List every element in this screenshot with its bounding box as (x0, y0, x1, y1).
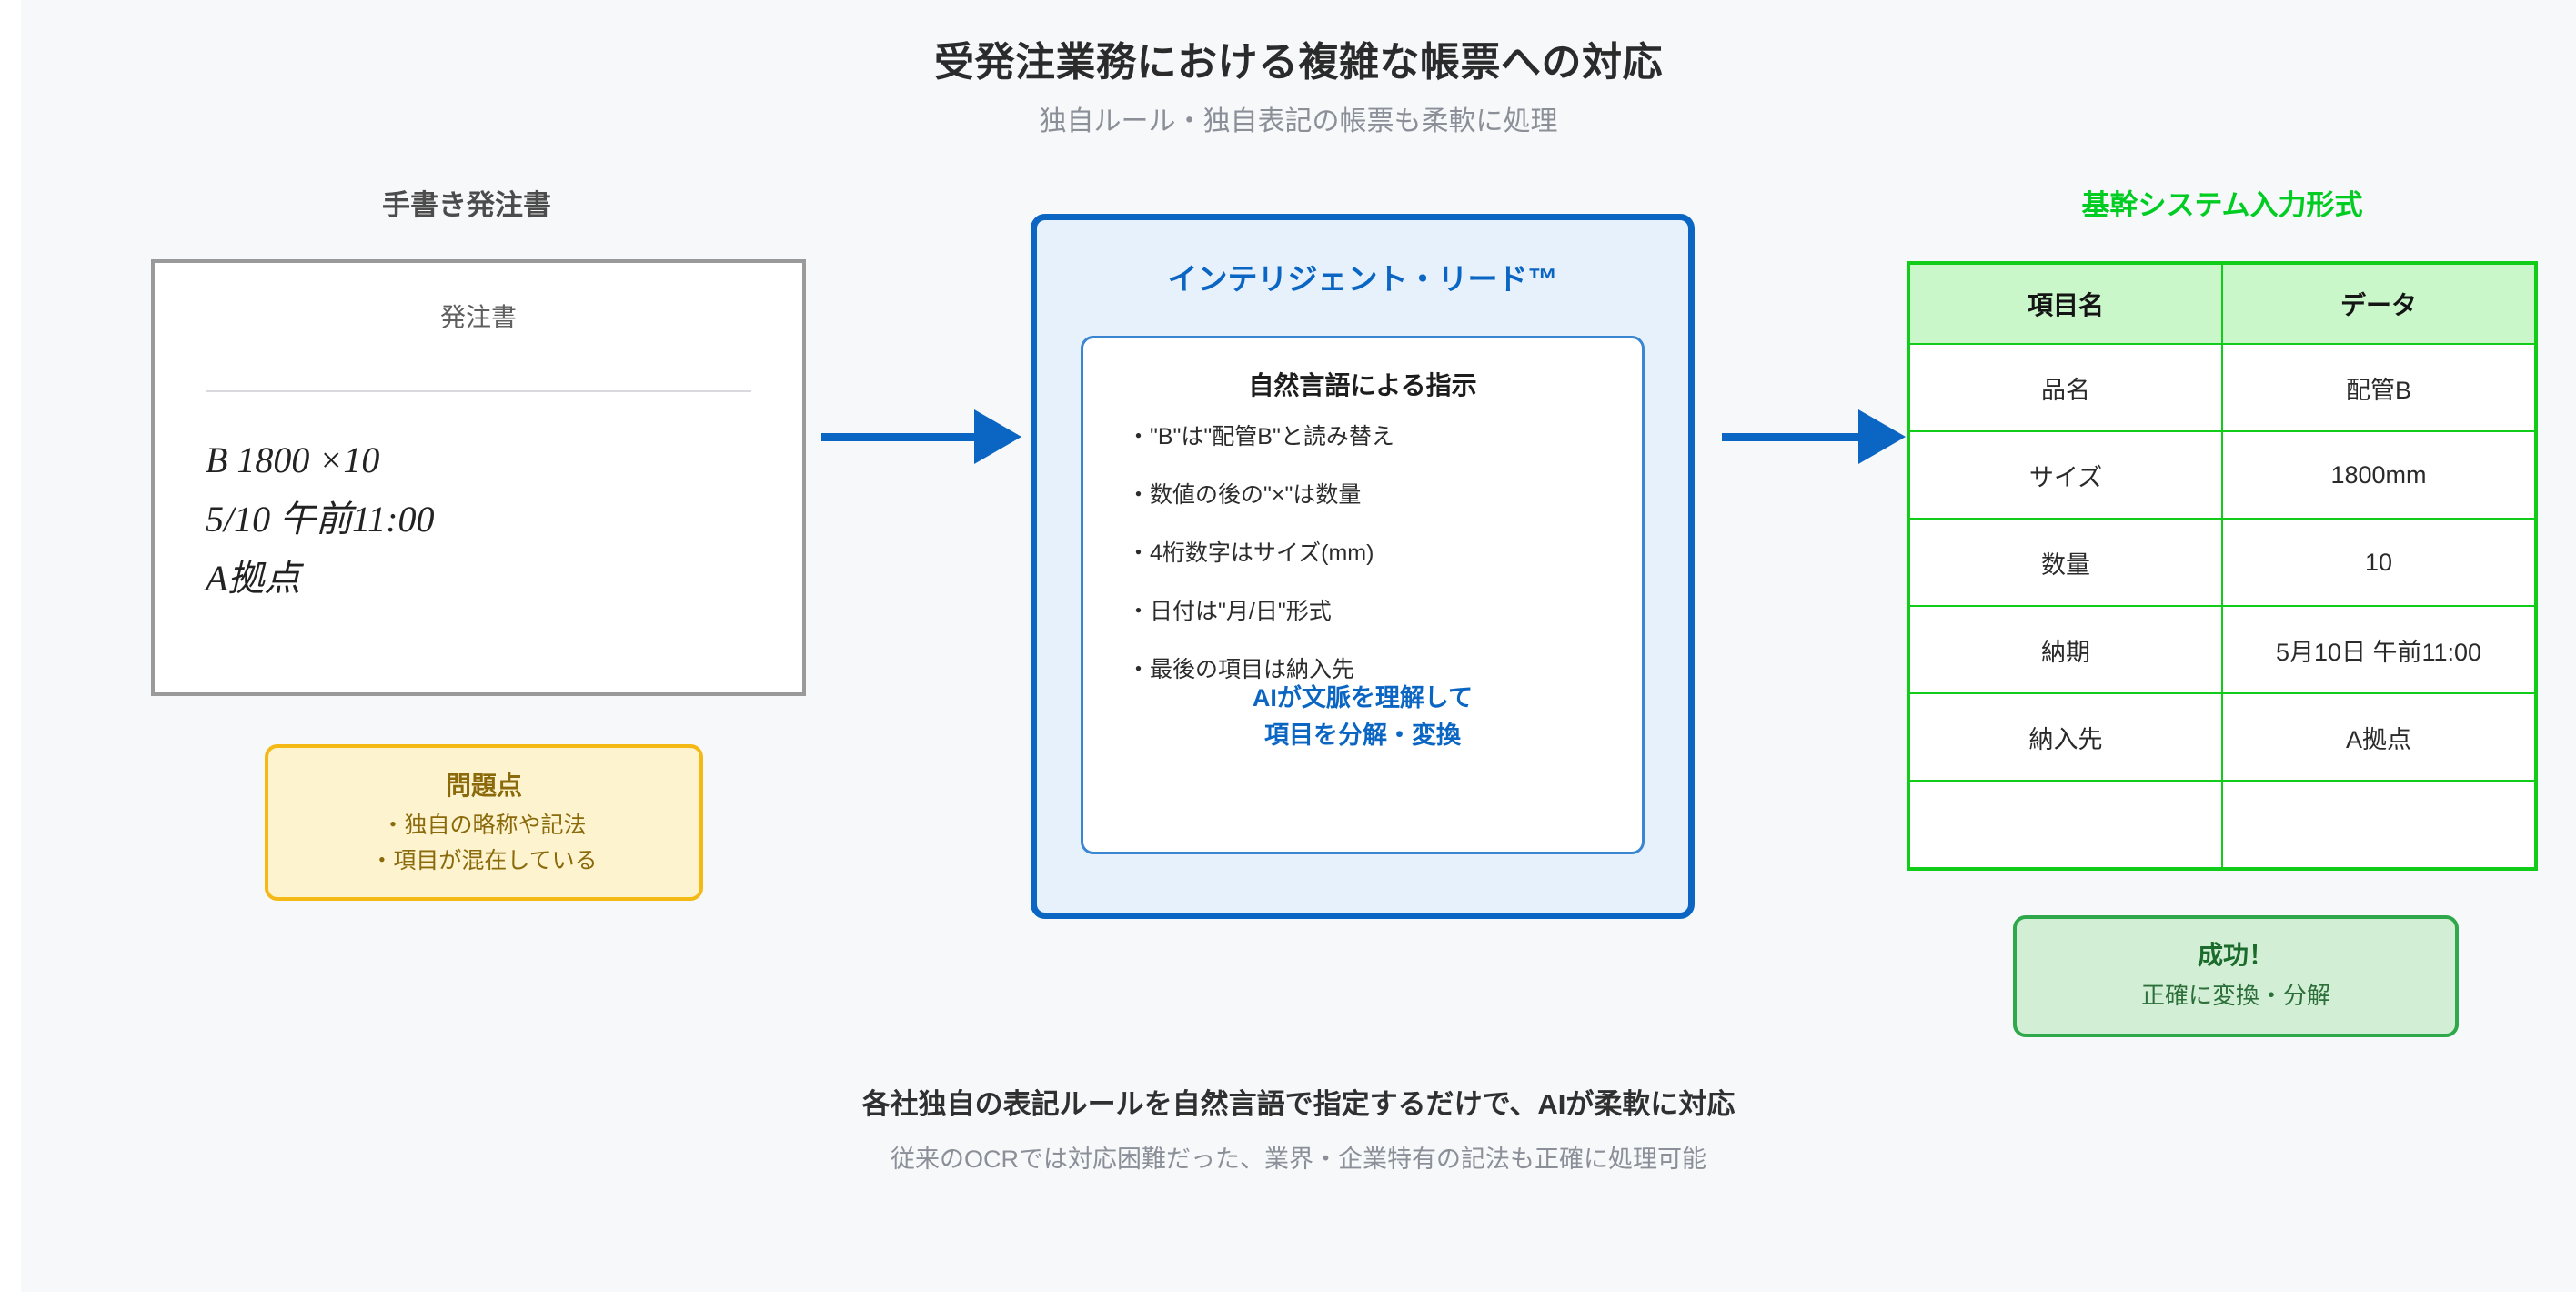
table-row: 納入先 A拠点 (1907, 692, 2537, 782)
flow-arrow-right-icon (821, 400, 1026, 473)
arrow-head (974, 409, 1021, 464)
cell-item: 納期 (1907, 605, 2223, 694)
cell-item: 数量 (1907, 518, 2223, 607)
table-row: 品名 配管B (1907, 343, 2537, 432)
ai-summary-text: AIが文脈を理解して 項目を分解・変換 (1083, 680, 1642, 753)
problem-list: ・独自の略称や記法 ・項目が混在している (268, 808, 699, 879)
table-row: サイズ 1800mm (1907, 430, 2537, 520)
arrow-head (1858, 409, 1906, 464)
success-callout-box: 成功！ 正確に変換・分解 (2013, 915, 2459, 1037)
flow-arrow-right-icon (1722, 400, 1913, 473)
ai-summary-line: AIが文脈を理解して (1252, 684, 1474, 712)
cell-data: 1800mm (2221, 430, 2537, 520)
cell-item (1907, 780, 2223, 870)
table-body: 品名 配管B サイズ 1800mm 数量 10 納期 5月10日 午前11:00… (1907, 343, 2537, 870)
instruction-rule-list: ・"B"は"配管B"と読み替え ・数値の後の"×"は数量 ・4桁数字はサイズ(m… (1127, 419, 1618, 710)
cell-data: 配管B (2221, 343, 2537, 432)
success-subtitle: 正確に変換・分解 (2140, 982, 2330, 1009)
right-column-heading: 基幹システム入力形式 (2081, 189, 2363, 221)
handwritten-line: A拠点 (206, 557, 301, 599)
instruction-card-title: 自然言語による指示 (1248, 371, 1477, 399)
instruction-rule: ・"B"は"配管B"と読み替え (1127, 424, 1394, 449)
success-title: 成功！ (2197, 941, 2274, 969)
result-table: 項目名 データ 品名 配管B サイズ 1800mm 数量 10 納期 5月10日… (1907, 261, 2538, 871)
table-row: 数量 10 (1907, 518, 2537, 607)
instruction-rule: ・4桁数字はサイズ(mm) (1127, 540, 1374, 566)
handwritten-line: 5/10 午前11:00 (206, 498, 435, 540)
problem-title: 問題点 (445, 772, 522, 800)
cell-data: 10 (2221, 518, 2537, 607)
document-title: 発注書 (439, 303, 517, 331)
page-subtitle: 独自ルール・独自表記の帳票も柔軟に処理 (1039, 106, 1558, 136)
arrow-shaft (1722, 433, 1867, 441)
handwritten-order-document: 発注書 B 1800 ×10 5/10 午前11:00 A拠点 (151, 259, 806, 696)
arrow-shaft (821, 433, 985, 441)
instruction-rule: ・最後の項目は納入先 (1127, 657, 1355, 682)
cell-item: サイズ (1907, 430, 2223, 520)
instruction-rule: ・数値の後の"×"は数量 (1127, 482, 1362, 508)
table-header: 項目名 データ (1907, 262, 2537, 345)
footer-subtext: 従来のOCRでは対応困難だった、業界・企業特有の記法も正確に処理可能 (891, 1146, 1706, 1173)
footer-headline: 各社独自の表記ルールを自然言語で指定するだけで、AIが柔軟に対応 (861, 1088, 1736, 1120)
table-header-row: 項目名 データ (1907, 262, 2537, 345)
cell-data: A拠点 (2221, 692, 2537, 782)
column-header-item: 項目名 (1907, 262, 2223, 345)
table-row-empty (1907, 780, 2537, 870)
document-divider (206, 390, 751, 392)
cell-item: 納入先 (1907, 692, 2223, 782)
page-title: 受発注業務における複雑な帳票への対応 (934, 40, 1663, 85)
column-header-data: データ (2221, 262, 2537, 345)
cell-data (2221, 780, 2537, 870)
handwritten-line: B 1800 ×10 (206, 439, 380, 480)
handwritten-lines: B 1800 ×10 5/10 午前11:00 A拠点 (206, 431, 770, 608)
problem-item: ・独自の略称や記法 (381, 813, 587, 838)
instruction-rule: ・日付は"月/日"形式 (1127, 599, 1332, 624)
cell-item: 品名 (1907, 343, 2223, 432)
left-column-heading: 手書き発注書 (382, 189, 551, 221)
intelligent-read-panel: インテリジェント・リード™ 自然言語による指示 ・"B"は"配管B"と読み替え … (1031, 214, 1695, 919)
intelligent-read-title: インテリジェント・リード™ (1167, 262, 1558, 296)
ai-summary-line: 項目を分解・変換 (1264, 721, 1461, 749)
problem-item: ・項目が混在している (370, 847, 598, 873)
problem-callout-box: 問題点 ・独自の略称や記法 ・項目が混在している (265, 744, 703, 901)
diagram-canvas: 受発注業務における複雑な帳票への対応 独自ルール・独自表記の帳票も柔軟に処理 手… (21, 0, 2576, 1292)
table-row: 納期 5月10日 午前11:00 (1907, 605, 2537, 694)
cell-data: 5月10日 午前11:00 (2221, 605, 2537, 694)
natural-language-instruction-card: 自然言語による指示 ・"B"は"配管B"と読み替え ・数値の後の"×"は数量 ・… (1081, 336, 1645, 854)
